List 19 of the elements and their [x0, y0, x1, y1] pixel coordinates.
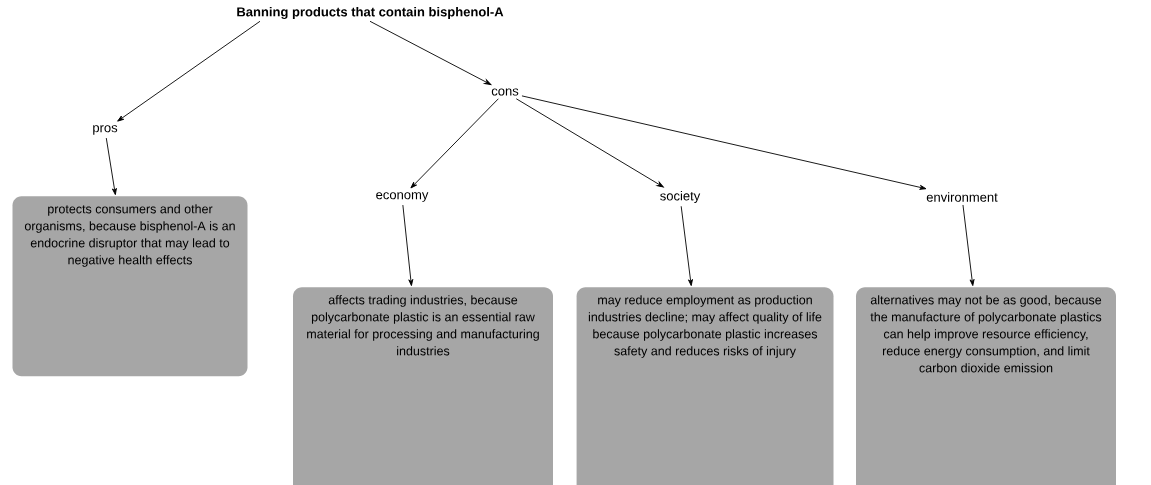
- argument-box: may reduce employment as production industries decline; may affect quality of life because polycarbonate plastic increases safety and reduces risks of injury: [576, 287, 834, 485]
- arrow: [521, 95, 927, 190]
- argument-box: protects consumers and other organisms, because bisphenol-A is an endocrine disruptor that may lead to negative health effects: [12, 196, 248, 377]
- arrow: [369, 20, 492, 86]
- argument-box: alternatives may not be as good, because the manufacture of polycarbonate plastics can help improve resource efficiency, reduce energy consumption, and limit carbon dioxide emission: [856, 287, 1116, 485]
- arrow: [117, 20, 261, 122]
- arrow: [962, 204, 975, 287]
- arrow: [402, 204, 414, 287]
- arrow: [410, 98, 499, 189]
- arrow: [680, 205, 693, 287]
- topic-label: cons: [491, 88, 519, 96]
- argument-box: affects trading industries, because polycarbonate plastic is an essential raw material for processing and manufacturing industries: [293, 287, 553, 485]
- arrow: [515, 98, 664, 188]
- arrow: [105, 137, 117, 196]
- title: Banning products that contain bisphenol-A: [237, 6, 504, 20]
- topic-label: environment: [926, 192, 998, 202]
- topic-label: economy: [376, 192, 429, 202]
- topic-label: society: [660, 190, 701, 204]
- topic-label: pros: [93, 125, 118, 135]
